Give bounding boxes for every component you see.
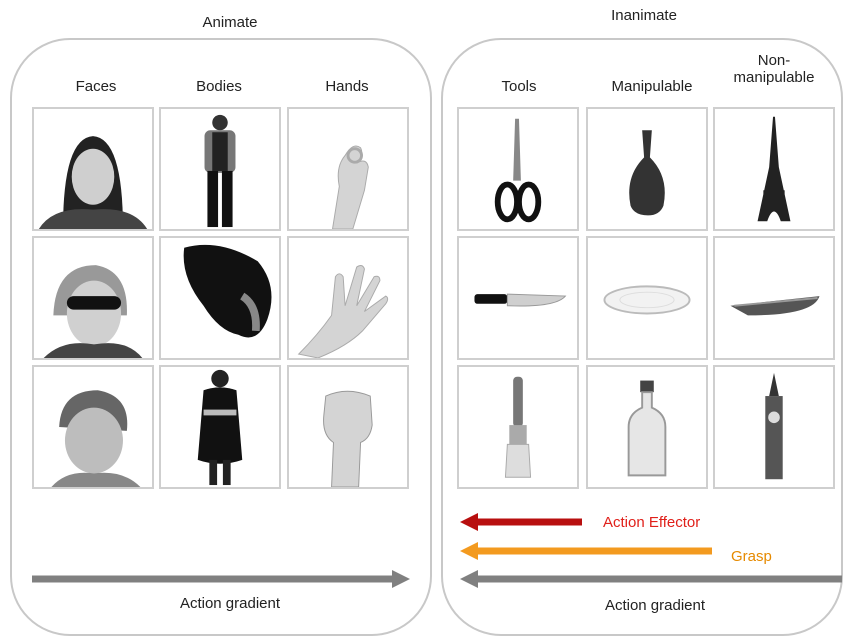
scissors-icon xyxy=(457,107,579,231)
action-effector-label: Action Effector xyxy=(603,514,700,531)
woman-body-icon xyxy=(159,365,281,489)
knife-icon xyxy=(457,236,579,360)
column-header-tools: Tools xyxy=(459,78,579,95)
column-header-manipulable: Manipulable xyxy=(592,78,712,95)
grasp-label: Grasp xyxy=(731,548,772,565)
column-header-non-manipulable: Non- manipulable xyxy=(714,52,834,86)
column-header-bodies: Bodies xyxy=(159,78,279,95)
woman-face-icon xyxy=(32,107,154,231)
animate-title: Animate xyxy=(180,14,280,31)
boat-icon xyxy=(713,236,835,360)
open-hand-icon xyxy=(287,236,409,360)
inanimate-gradient-label: Action gradient xyxy=(585,597,725,614)
big-ben-icon xyxy=(713,365,835,489)
man-face-icon xyxy=(32,365,154,489)
column-header-hands: Hands xyxy=(287,78,407,95)
fist-hand-icon xyxy=(287,365,409,489)
vase-icon xyxy=(586,107,708,231)
inanimate-title: Inanimate xyxy=(594,7,694,24)
column-header-faces: Faces xyxy=(36,78,156,95)
woman-sunglasses-face-icon xyxy=(32,236,154,360)
ok-hand-icon xyxy=(287,107,409,231)
plate-icon xyxy=(586,236,708,360)
animate-gradient-label: Action gradient xyxy=(160,595,300,612)
man-body-icon xyxy=(159,107,281,231)
paintbrush-icon xyxy=(457,365,579,489)
eiffel-tower-icon xyxy=(713,107,835,231)
bottle-icon xyxy=(586,365,708,489)
crouching-body-icon xyxy=(159,236,281,360)
